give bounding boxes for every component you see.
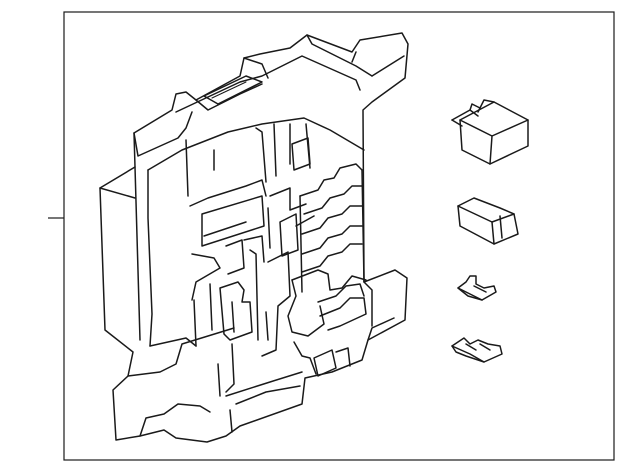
relay-cube-icon (451, 99, 529, 165)
junction-block-icon (99, 32, 409, 443)
blade-fuse-icon (451, 337, 503, 363)
mini-blade-fuse-icon (457, 275, 497, 301)
diagram-frame (63, 11, 615, 461)
cartridge-fuse-icon (457, 197, 519, 245)
